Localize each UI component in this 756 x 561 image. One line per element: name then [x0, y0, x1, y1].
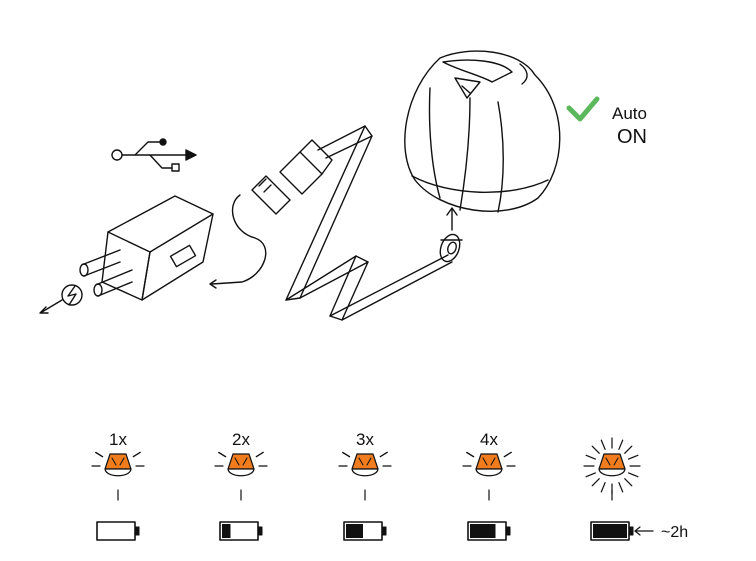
battery-icon	[467, 521, 511, 541]
battery-icon	[96, 521, 140, 541]
status-indicators	[91, 437, 654, 541]
led-indicator	[583, 437, 641, 501]
checkmark-icon	[566, 96, 600, 122]
battery-icon	[343, 521, 387, 541]
auto-on-label-line2: ON	[617, 126, 647, 148]
charger-icon	[79, 195, 214, 301]
blink-count-label: 4x	[480, 430, 498, 449]
led-indicator	[91, 451, 145, 501]
blink-count-label: 3x	[356, 430, 374, 449]
battery-icon	[219, 521, 263, 541]
led-indicator	[338, 451, 392, 501]
led-indicator	[214, 451, 268, 501]
power-icon	[39, 284, 83, 314]
battery-icon	[590, 521, 654, 541]
blink-count-label: 2x	[232, 430, 250, 449]
cable-icon	[209, 125, 463, 321]
device-icon	[404, 50, 561, 213]
led-indicator	[462, 451, 516, 501]
charge-duration-label: ~2h	[661, 524, 689, 541]
auto-on-label-line1: Auto	[612, 104, 647, 123]
blink-count-label: 1x	[109, 430, 127, 449]
usb-symbol-icon	[111, 138, 197, 172]
